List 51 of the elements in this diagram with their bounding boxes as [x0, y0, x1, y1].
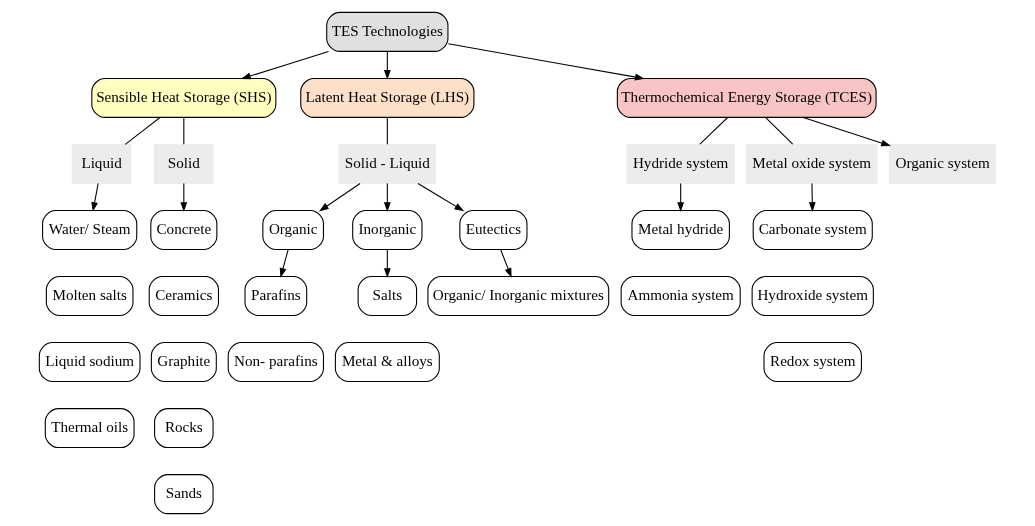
node-box: Solid — [154, 143, 214, 184]
node-box: Salts — [357, 276, 418, 317]
node-box: Water/ Steam — [42, 209, 138, 250]
arrow — [383, 50, 391, 80]
arrow — [241, 50, 329, 80]
node-box: Sensible Heat Storage (SHS) — [91, 77, 277, 118]
node-box: Sands — [154, 474, 214, 515]
connector — [124, 116, 161, 145]
node-box: Liquid sodium — [38, 342, 141, 383]
node-box: Thermal oils — [44, 408, 135, 449]
arrow — [279, 249, 289, 278]
arrow — [808, 183, 816, 212]
node-box: Metal oxide system — [745, 143, 878, 184]
arrow — [383, 249, 391, 278]
connector — [386, 116, 388, 145]
node-box: TES Technologies — [326, 11, 449, 52]
node-box: Solid - Liquid — [338, 143, 437, 184]
node-box: Thermochemical Energy Storage (TCES) — [616, 77, 877, 118]
node-box: Rocks — [154, 408, 214, 449]
node-box: Organic — [262, 209, 324, 250]
node-box: Organic/ Inorganic mixtures — [427, 276, 610, 317]
arrow — [417, 183, 465, 212]
node-box: Inorganic — [352, 209, 423, 250]
node-box: Liquid — [71, 143, 132, 184]
connector — [183, 116, 185, 145]
node-box: Redox system — [763, 342, 862, 383]
connector — [764, 116, 794, 145]
node-box: Organic system — [889, 143, 997, 184]
arrow — [91, 183, 99, 212]
node-box: Latent Heat Storage (LHS) — [300, 77, 475, 118]
connector — [699, 116, 729, 145]
arrow — [447, 43, 645, 81]
node-box: Non- parafins — [227, 342, 324, 383]
node-box: Concrete — [150, 209, 218, 250]
node-box: Hydroxide system — [751, 276, 874, 317]
node-box: Ammonia system — [620, 276, 741, 317]
node-box: Hydride system — [626, 143, 735, 184]
arrow — [319, 183, 361, 212]
node-box: Parafins — [244, 276, 308, 317]
arrow — [500, 249, 512, 278]
node-box: Ceramics — [148, 276, 219, 317]
node-box: Metal hydride — [631, 209, 730, 250]
arrow — [802, 116, 891, 147]
node-box: Eutectics — [459, 209, 528, 250]
arrow — [677, 183, 685, 212]
arrow — [180, 183, 188, 212]
node-box: Metal & alloys — [334, 342, 440, 383]
node-box: Graphite — [150, 342, 217, 383]
node-box: Carbonate system — [752, 209, 873, 250]
arrow — [383, 183, 391, 212]
node-box: Molten salts — [45, 276, 134, 317]
